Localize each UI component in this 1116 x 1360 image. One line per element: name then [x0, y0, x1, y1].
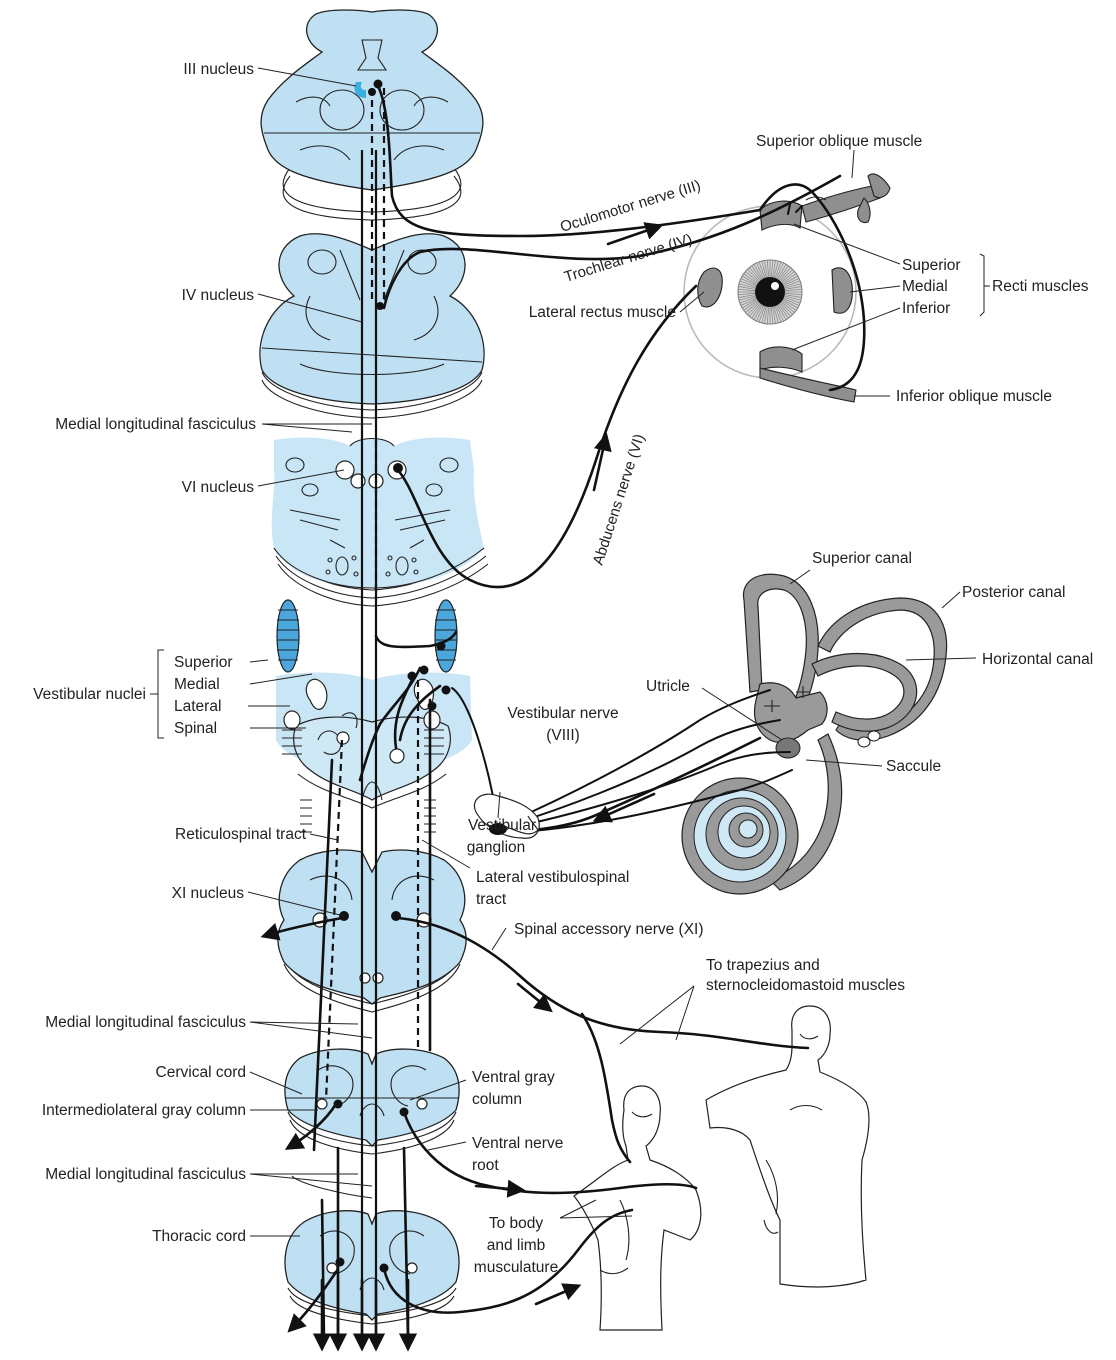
label-to-body-3: musculature	[474, 1259, 558, 1276]
label-intermediolateral: Intermediolateral gray column	[42, 1102, 246, 1119]
label-vestibular-nuclei: Vestibular nuclei	[33, 686, 146, 703]
label-to-trapezius-2: sternocleidomastoid muscles	[706, 977, 905, 994]
label-to-trapezius-1: To trapezius and	[706, 957, 820, 974]
label-xi-nucleus: XI nucleus	[172, 885, 245, 902]
label-reticulospinal: Reticulospinal tract	[175, 826, 307, 843]
vestibular-medulla-section	[276, 600, 472, 832]
label-recti-superior: Superior	[902, 257, 961, 274]
label-ventral-gray-2: column	[472, 1091, 522, 1108]
label-lateral-rectus: Lateral rectus muscle	[529, 304, 676, 321]
label-lateral-vestibulospinal-2: tract	[476, 891, 507, 908]
label-ventral-root-1: Ventral nerve	[472, 1135, 563, 1152]
label-to-body-2: and limb	[487, 1237, 546, 1254]
label-inferior-oblique: Inferior oblique muscle	[896, 388, 1052, 405]
torso-figure-front	[574, 1086, 701, 1330]
label-superior-oblique: Superior oblique muscle	[756, 133, 922, 150]
label-thoracic-cord: Thoracic cord	[152, 1228, 246, 1245]
label-superior-canal: Superior canal	[812, 550, 912, 567]
torso-figure-back	[706, 1006, 869, 1287]
label-vn-medial: Medial	[174, 676, 220, 693]
label-vestibular-ganglion-2: ganglion	[467, 839, 526, 856]
label-ventral-gray-1: Ventral gray	[472, 1069, 555, 1086]
label-ventral-root-2: root	[472, 1157, 499, 1174]
label-vn-lateral: Lateral	[174, 698, 221, 715]
label-oculomotor-nerve: Oculomotor nerve (III)	[558, 177, 702, 236]
label-spinal-accessory: Spinal accessory nerve (XI)	[514, 921, 704, 938]
label-iii-nucleus: III nucleus	[183, 61, 254, 78]
label-mlf-lower: Medial longitudinal fasciculus	[45, 1166, 246, 1183]
label-vn-spinal: Spinal	[174, 720, 217, 737]
label-to-body-1: To body	[489, 1215, 544, 1232]
label-vestibular-nerve-1: Vestibular nerve	[507, 705, 618, 722]
label-recti-inferior: Inferior	[902, 300, 950, 317]
label-recti-medial: Medial	[902, 278, 948, 295]
cervical-cord-section	[285, 1049, 459, 1154]
label-recti-muscles: Recti muscles	[992, 278, 1089, 295]
label-vestibular-nerve-2: (VIII)	[546, 727, 580, 744]
label-utricle: Utricle	[646, 678, 690, 695]
label-vestibular-ganglion-1v: Vestibular	[468, 817, 536, 834]
label-posterior-canal: Posterior canal	[962, 584, 1065, 601]
label-saccule: Saccule	[886, 758, 941, 775]
pons-vi-section	[272, 438, 488, 606]
label-mlf-middle: Medial longitudinal fasciculus	[45, 1014, 246, 1031]
label-cervical-cord: Cervical cord	[156, 1064, 246, 1081]
thoracic-cord-section	[285, 1176, 459, 1324]
xi-spinal-section	[278, 850, 466, 1012]
label-horizontal-canal: Horizontal canal	[982, 651, 1093, 668]
label-lateral-vestibulospinal-1: Lateral vestibulospinal	[476, 869, 629, 886]
label-iv-nucleus: IV nucleus	[182, 287, 255, 304]
label-vn-superior: Superior	[174, 654, 233, 671]
inner-ear	[682, 574, 947, 894]
label-mlf-upper: Medial longitudinal fasciculus	[55, 416, 256, 433]
label-vi-nucleus: VI nucleus	[182, 479, 255, 496]
